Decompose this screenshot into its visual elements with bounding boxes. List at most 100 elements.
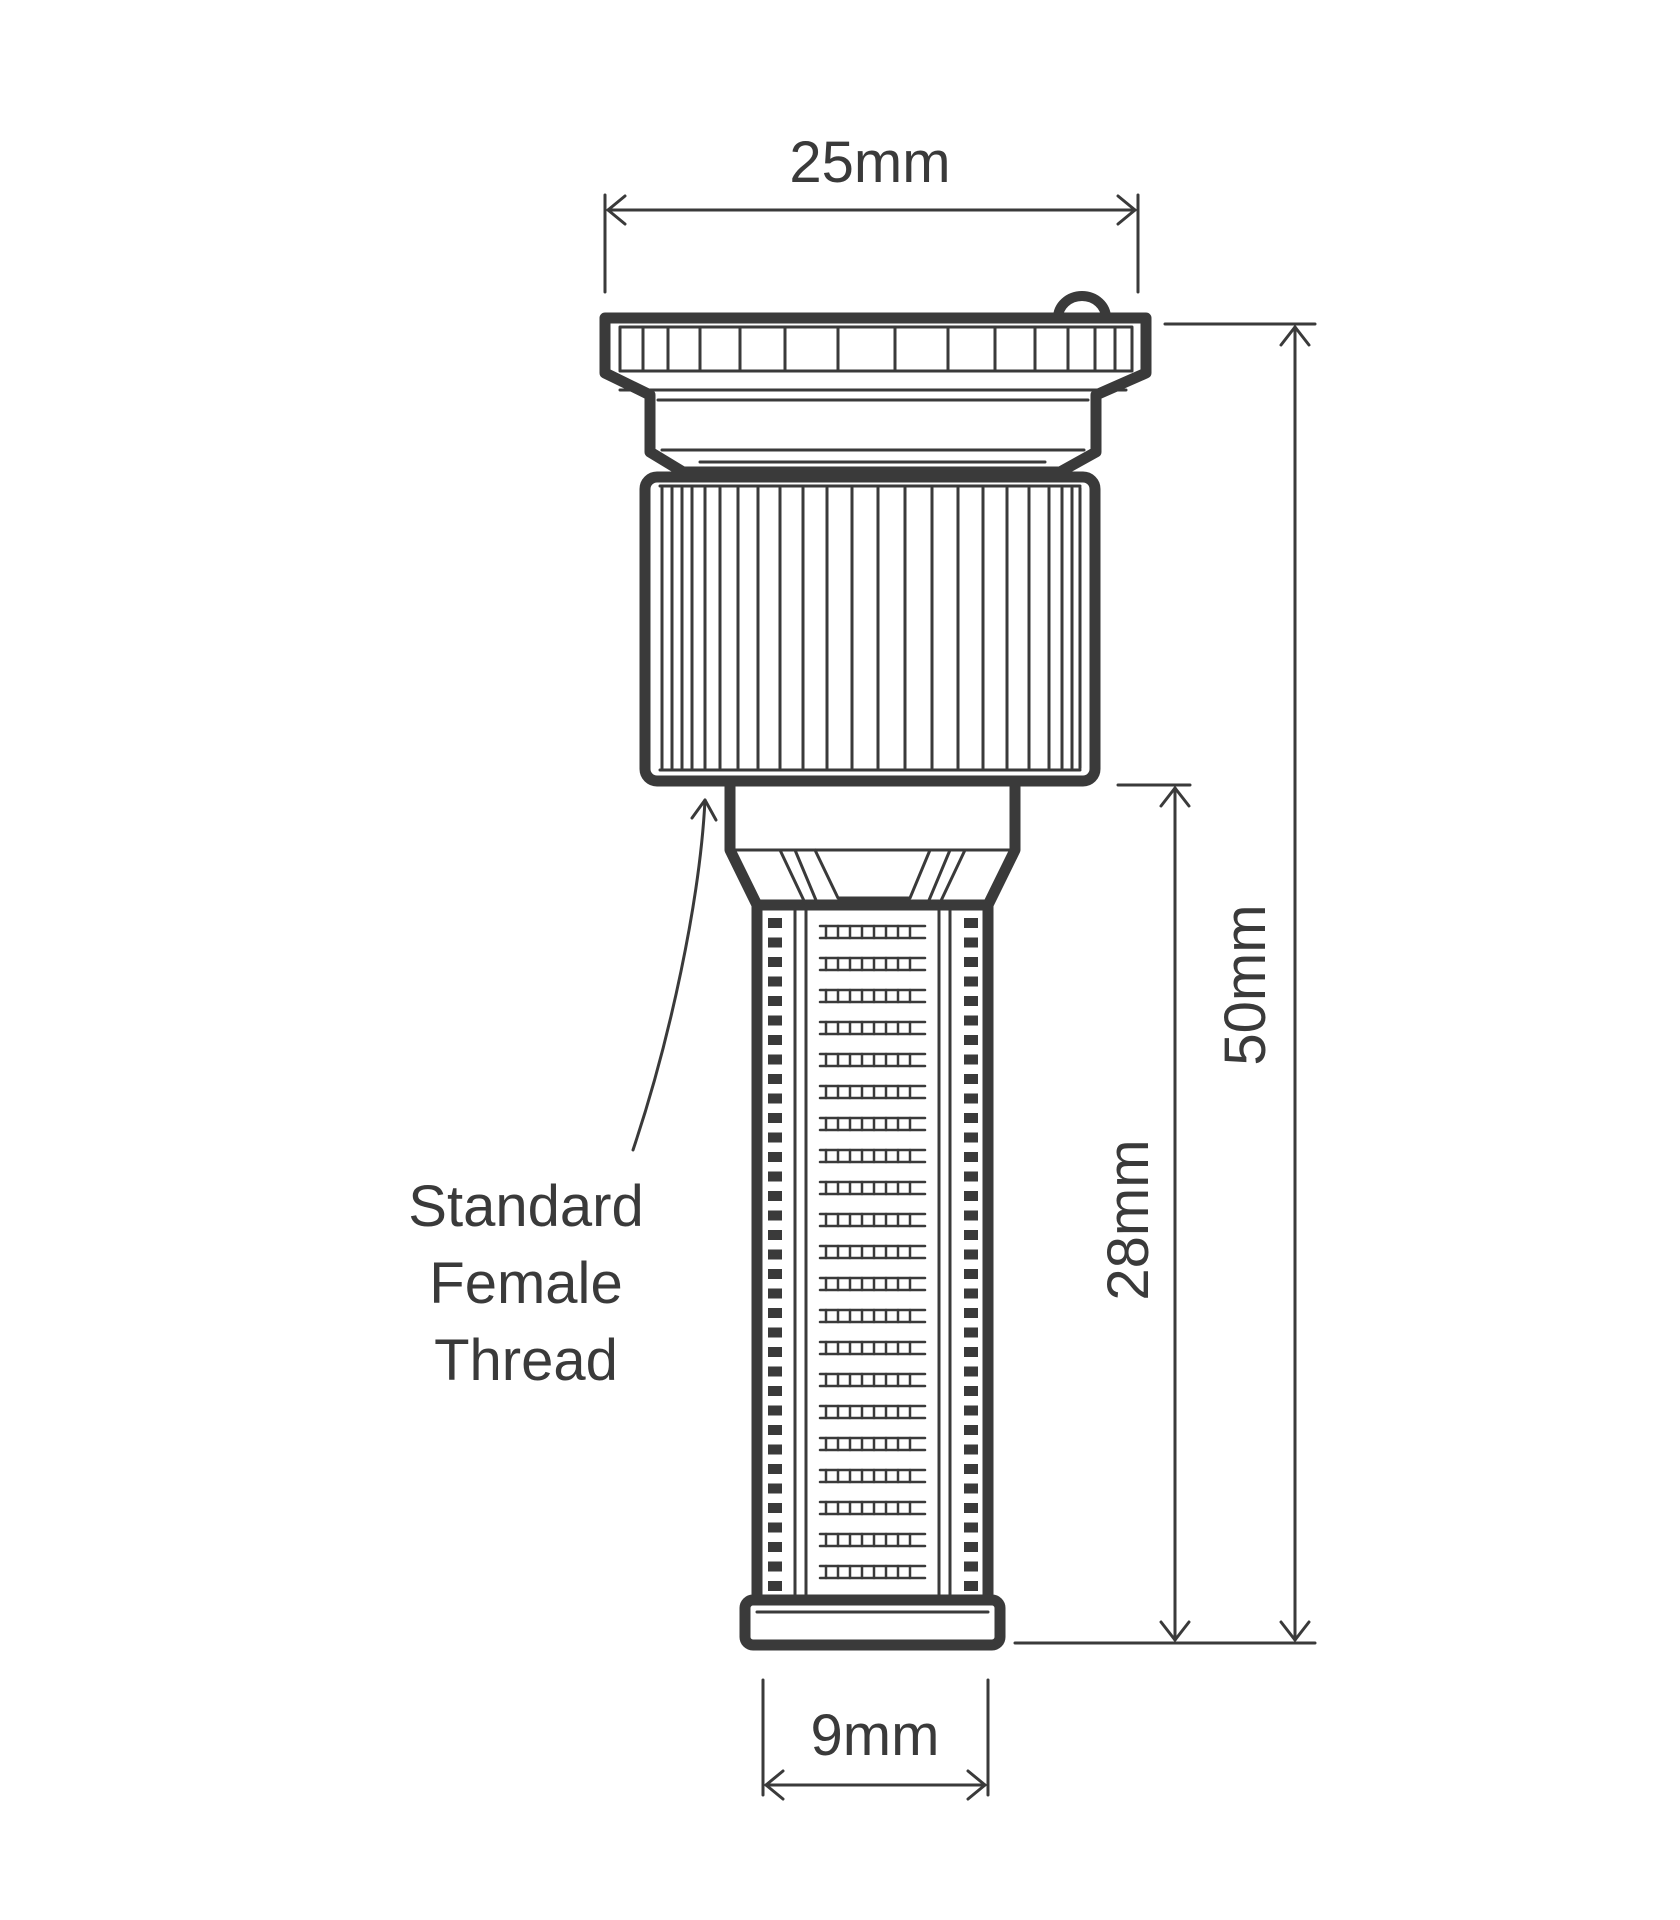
total-height-arrow-top — [1279, 325, 1311, 347]
thread-block — [964, 1464, 978, 1474]
thread-block — [768, 1464, 782, 1474]
thread-block — [768, 1522, 782, 1533]
lower-height-arrow-bottom — [1159, 1620, 1191, 1642]
thread-block — [768, 1483, 782, 1494]
thread-block — [768, 1347, 782, 1357]
bottom-width-label: 9mm — [811, 1703, 940, 1768]
thread-block — [964, 1171, 978, 1182]
callout-line-3: Thread — [434, 1328, 618, 1393]
thread-block — [964, 1191, 978, 1201]
bottom-width-arrow-left — [764, 1769, 785, 1801]
thread-block — [964, 1308, 978, 1318]
total-height-label: 50mm — [1213, 904, 1278, 1065]
body-outline — [639, 471, 1101, 787]
stem-outer-walls — [751, 899, 994, 1606]
thread-block — [768, 1015, 782, 1026]
thread-block — [768, 1542, 782, 1552]
thread-block — [768, 1386, 782, 1396]
thread-block — [964, 1210, 978, 1221]
thread-block — [964, 1561, 978, 1572]
thread-block — [964, 1347, 978, 1357]
thread-block — [768, 1444, 782, 1455]
callout-leader-arrow — [690, 798, 718, 822]
top-width-label: 25mm — [789, 130, 950, 195]
thread-block — [964, 1444, 978, 1455]
bottom-width-dimension — [761, 1678, 990, 1801]
bottom-width-arrow-right — [966, 1769, 987, 1801]
thread-block — [964, 918, 978, 928]
top-width-dimension — [603, 193, 1140, 294]
thread-block — [768, 1113, 782, 1123]
total-height-dimension — [1013, 322, 1317, 1645]
thread-block — [768, 957, 782, 967]
thread-block — [964, 1522, 978, 1533]
thread-block — [964, 1035, 978, 1045]
thread-block — [964, 1230, 978, 1240]
callout-leader-line — [631, 798, 707, 1152]
thread-block — [964, 1269, 978, 1279]
thread-block — [768, 1561, 782, 1572]
thread-block — [964, 976, 978, 987]
thread-block — [964, 1132, 978, 1143]
stem-thread-blocks — [768, 918, 978, 1591]
thread-block — [768, 1308, 782, 1318]
body-rib-lines — [660, 486, 1082, 770]
thread-block — [964, 1405, 978, 1416]
total-height-arrow-bottom — [1279, 1620, 1311, 1642]
thread-block — [768, 976, 782, 987]
thread-block — [964, 1386, 978, 1396]
thread-block — [964, 1113, 978, 1123]
nozzle-filter-stem — [751, 899, 994, 1606]
thread-block — [964, 1288, 978, 1299]
nozzle-neck — [724, 775, 1021, 911]
stem-mesh-rows — [818, 924, 927, 1580]
thread-callout-text: Standard Female Thread — [408, 1174, 643, 1393]
thread-block — [768, 1581, 782, 1591]
neck-outline — [724, 775, 1021, 911]
thread-block — [964, 1425, 978, 1435]
base-outline — [739, 1594, 1006, 1651]
cap-tab — [1053, 291, 1111, 323]
neck-inner-funnel — [813, 848, 932, 900]
thread-block — [768, 1054, 782, 1065]
thread-block — [768, 1191, 782, 1201]
nozzle-cap — [599, 291, 1152, 478]
neck-taper-right-inner — [925, 848, 952, 907]
thread-callout-leader — [631, 798, 718, 1152]
thread-block — [964, 1542, 978, 1552]
thread-block — [768, 1269, 782, 1279]
top-width-arrow-right — [1116, 194, 1137, 226]
thread-block — [768, 996, 782, 1006]
neck-taper-left-outer — [778, 848, 808, 907]
callout-line-1: Standard — [408, 1174, 643, 1239]
thread-block — [964, 937, 978, 948]
thread-block — [768, 1093, 782, 1104]
lower-height-label: 28mm — [1096, 1139, 1161, 1300]
top-width-arrow-left — [606, 194, 627, 226]
thread-block — [964, 1483, 978, 1494]
thread-block — [768, 1405, 782, 1416]
thread-block — [768, 1210, 782, 1221]
nozzle-base-foot — [739, 1594, 1006, 1651]
thread-block — [768, 1074, 782, 1084]
thread-block — [768, 1327, 782, 1338]
thread-block — [964, 1503, 978, 1513]
thread-block — [964, 1366, 978, 1377]
thread-block — [768, 1288, 782, 1299]
neck-taper-right-outer — [937, 848, 967, 907]
thread-block — [964, 957, 978, 967]
cap-rim-band — [618, 325, 1134, 373]
thread-block — [768, 937, 782, 948]
thread-block — [964, 1327, 978, 1338]
thread-block — [964, 1152, 978, 1162]
thread-block — [964, 1074, 978, 1084]
lower-height-arrow-top — [1159, 786, 1191, 808]
thread-block — [768, 1230, 782, 1240]
cap-knurl-lines — [641, 325, 1117, 373]
thread-block — [964, 1015, 978, 1026]
callout-line-2: Female — [429, 1251, 622, 1316]
nozzle-knurled-body — [639, 471, 1101, 787]
thread-block — [768, 1249, 782, 1260]
